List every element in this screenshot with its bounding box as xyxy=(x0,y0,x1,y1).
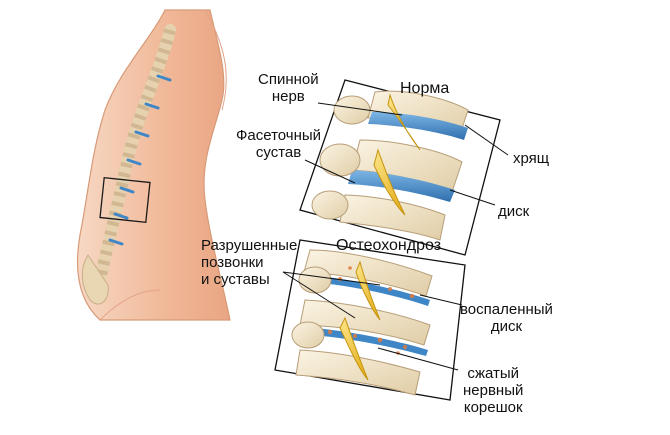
label-compressed-root: сжатый нервный корешок xyxy=(463,365,524,416)
osteochondrosis-panel xyxy=(274,239,466,401)
leader-lines xyxy=(282,102,509,371)
label-inflamed-disc: воспаленный диск xyxy=(460,301,553,335)
label-disc: диск xyxy=(498,203,530,220)
normal-panel-title: Норма xyxy=(400,80,450,97)
label-cartilage: хрящ xyxy=(513,150,550,167)
label-facet-joint: Фасеточный сустав xyxy=(236,127,322,161)
label-destroyed-vertebrae: Разрушенные позвонки и суставы xyxy=(201,237,298,288)
osteochondrosis-panel-title: Остеохондроз xyxy=(336,237,442,254)
torso-figure xyxy=(76,9,231,321)
normal-panel xyxy=(299,79,501,256)
highlight-box xyxy=(99,176,151,224)
label-spinal-nerve: Спинной нерв xyxy=(258,71,319,105)
